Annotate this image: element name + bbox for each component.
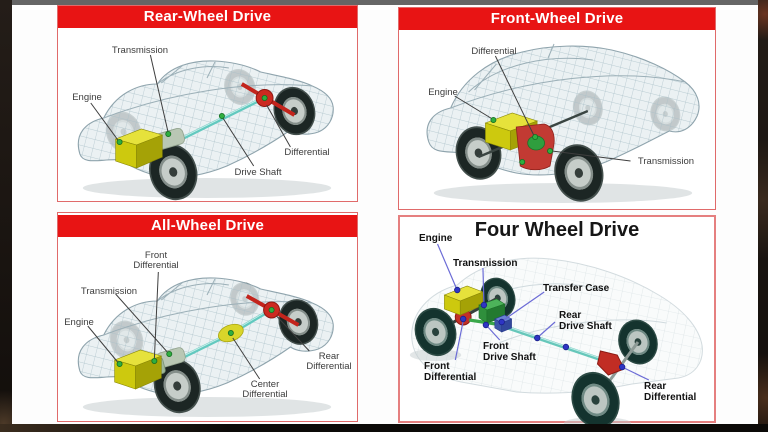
- diagram-sheet: Rear-Wheel Drive: [12, 0, 758, 425]
- leader-lines: [90, 54, 291, 167]
- rear-drive-shaft-part: [505, 325, 609, 364]
- car-shadow: [82, 178, 332, 198]
- fourwd-label-engine: Engine: [419, 233, 453, 244]
- awd-label-rear-differential: Rear Differential: [306, 351, 352, 373]
- fourwd-label-transmission: Transmission: [453, 258, 518, 269]
- leader-lines: [436, 243, 650, 381]
- fourwd-label-front-drive-shaft: Front Drive Shaft: [483, 341, 536, 364]
- engine-part: [113, 349, 163, 390]
- transaxle-part: [515, 123, 555, 171]
- awd-label-engine: Engine: [64, 317, 94, 328]
- panel-front-wheel-drive: Front-Wheel Drive: [398, 7, 716, 210]
- fwd-label-engine: Engine: [428, 87, 458, 98]
- fourwd-label-rear-differential: Rear Differential: [644, 381, 697, 404]
- fourwd-label-transfer-case: Transfer Case: [543, 283, 610, 294]
- fwd-label-differential: Differential: [471, 46, 517, 57]
- panel-four-wheel-drive: Four Wheel Drive: [398, 215, 716, 425]
- blue-markers: [454, 286, 626, 371]
- rear-drive-shaft-sheen: [505, 325, 609, 362]
- awd-car-illustration: [77, 271, 334, 420]
- rwd-car-illustration: [77, 54, 334, 203]
- green-markers: [116, 95, 268, 146]
- awd-label-front-differential: Front Differential: [133, 250, 179, 272]
- awd-label-center-differential: Center Differential: [242, 379, 288, 401]
- rwd-label-engine: Engine: [72, 92, 102, 103]
- fourwd-label-rear-drive-shaft: Rear Drive Shaft: [559, 310, 612, 333]
- leader-lines: [87, 271, 310, 380]
- rwd-label-transmission: Transmission: [111, 45, 169, 56]
- rwd-label-differential: Differential: [284, 147, 330, 158]
- drive-shaft-part: [182, 99, 259, 140]
- rwd-label-drive-shaft: Drive Shaft: [234, 167, 282, 178]
- panel-rear-wheel-drive: Rear-Wheel Drive: [57, 5, 358, 203]
- awd-label-transmission: Transmission: [80, 286, 138, 297]
- rear-differential-part: [596, 350, 625, 376]
- panel-rwd-header: Rear-Wheel Drive: [58, 6, 357, 28]
- fwd-car-illustration: [426, 43, 700, 208]
- panel-all-wheel-drive: All-Wheel Drive: [57, 212, 358, 422]
- fourwd-chassis-illustration: [407, 243, 703, 425]
- green-markers: [116, 307, 275, 368]
- fourwd-label-front-differential: Front Differential: [424, 361, 477, 384]
- fwd-label-transmission: Transmission: [637, 156, 695, 167]
- top-gray-strip: [12, 0, 758, 5]
- panel-awd-header: All-Wheel Drive: [58, 215, 357, 237]
- engine-part: [114, 128, 164, 169]
- panel-4wd-title: Four Wheel Drive: [474, 219, 640, 241]
- car-shadow: [82, 397, 332, 417]
- green-markers: [490, 117, 554, 165]
- bottom-dark-bar: [0, 424, 768, 432]
- leader-lines: [454, 55, 631, 162]
- panel-fwd-header: Front-Wheel Drive: [399, 8, 715, 30]
- front-drive-shaft-part: [468, 318, 497, 326]
- engine-part: [443, 285, 484, 316]
